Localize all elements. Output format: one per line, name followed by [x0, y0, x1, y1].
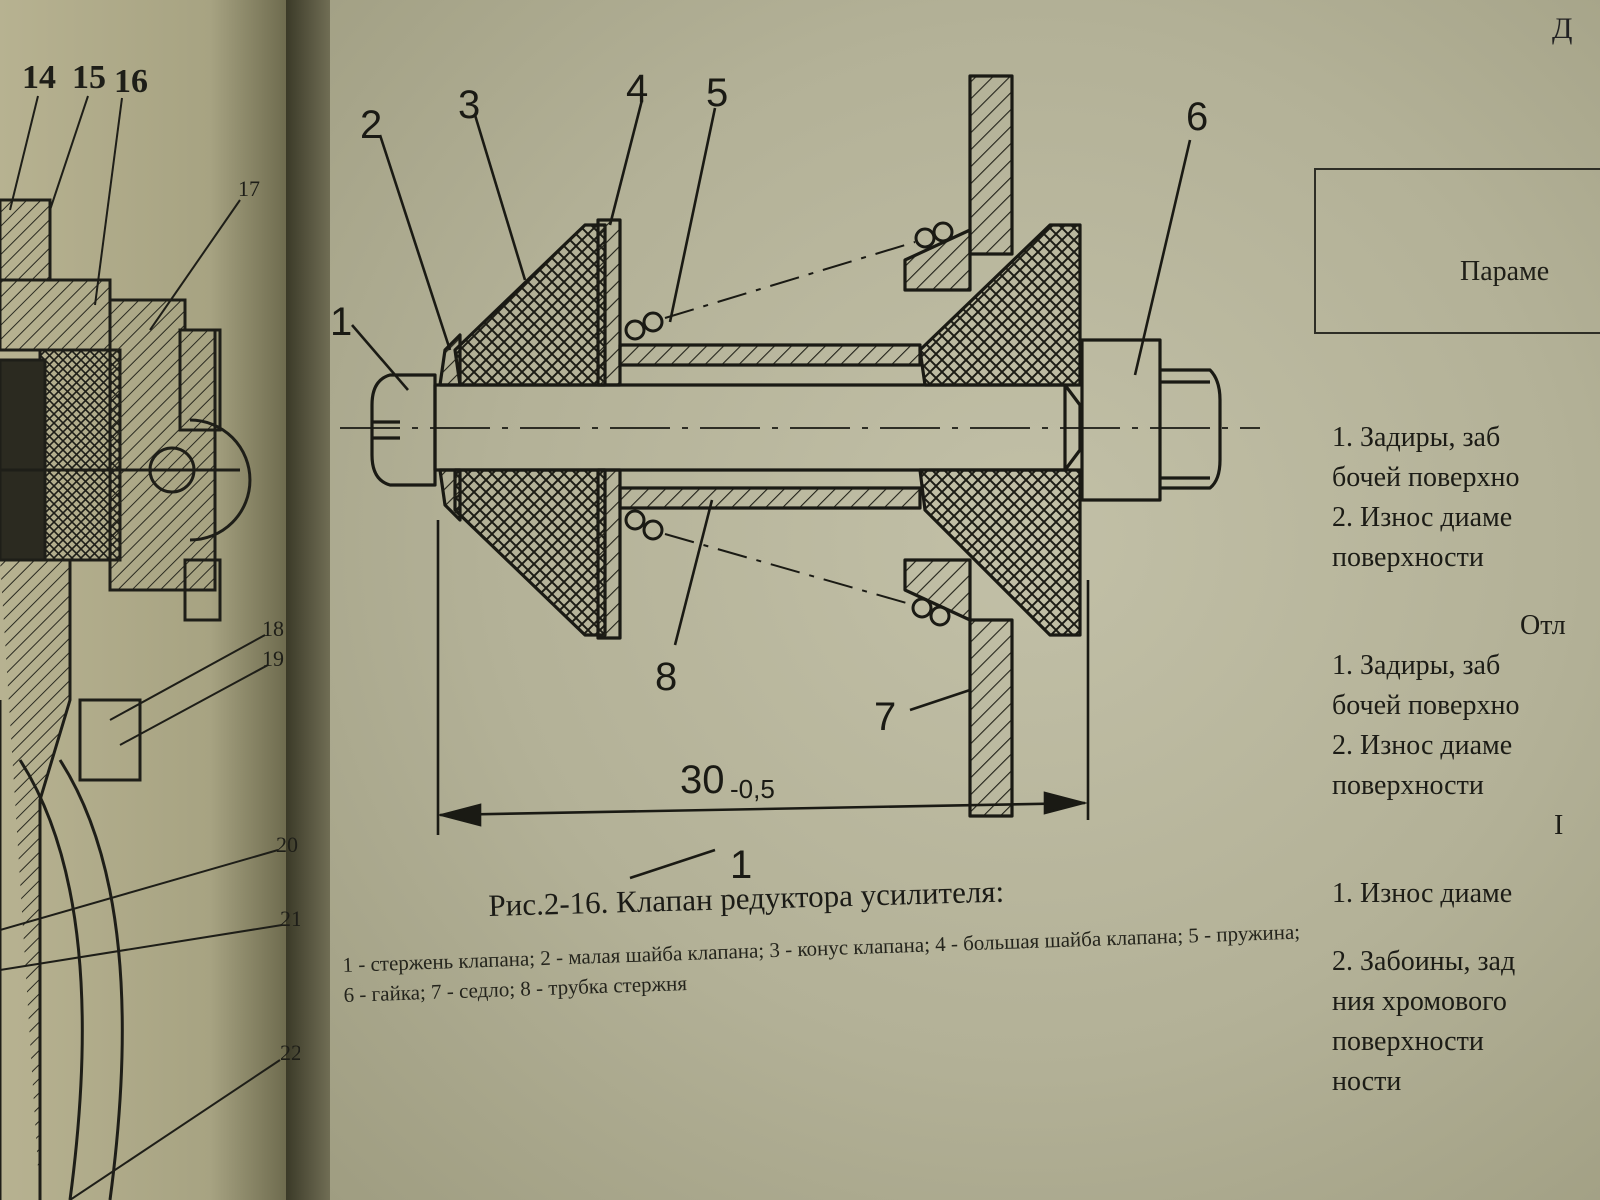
left-callout-21: 21 — [280, 906, 300, 931]
callout-6: 6 — [1186, 95, 1208, 139]
callout-5: 5 — [706, 71, 728, 115]
left-callout-14: 14 — [22, 59, 56, 96]
left-callout-15: 15 — [72, 59, 106, 96]
callout-4: 4 — [626, 67, 648, 111]
left-callout-18: 18 — [262, 616, 284, 641]
text-line: поверхности — [1332, 770, 1484, 801]
callout-1: 1 — [330, 300, 352, 344]
callout-8: 8 — [655, 655, 677, 699]
text-line: бочей поверхно — [1332, 690, 1520, 721]
text-line: поверхности — [1332, 1026, 1484, 1057]
table-header-box: Параме — [1314, 168, 1600, 334]
left-callout-22: 22 — [280, 1040, 300, 1065]
bottom-callout-1: 1 — [730, 843, 752, 880]
text-line: бочей поверхно — [1332, 462, 1520, 493]
left-page-drawing: 14 15 16 17 18 19 20 21 22 — [0, 59, 300, 1200]
text-line: 1. Износ диаме — [1332, 878, 1513, 909]
dimension-value: 30 — [680, 758, 725, 802]
callout-3: 3 — [458, 83, 480, 127]
text-line: поверхности — [1332, 542, 1484, 573]
text-line: 2. Износ диаме — [1332, 730, 1513, 761]
text-line: ности — [1332, 1066, 1402, 1097]
section-heading: I — [1554, 810, 1564, 841]
callout-2: 2 — [360, 103, 382, 147]
right-column-text: 1. Задиры, заб бочей поверхно 2. Износ д… — [1332, 418, 1600, 1102]
left-callout-16: 16 — [114, 63, 148, 100]
left-callout-17: 17 — [238, 176, 260, 201]
table-header-text: Параме — [1460, 256, 1550, 287]
valve-drawing: 1 2 3 4 5 6 7 8 30 -0,5 1 — [330, 67, 1260, 880]
text-line: 1. Задиры, заб — [1332, 650, 1501, 681]
left-callout-20: 20 — [276, 832, 298, 857]
text-line: ния хромового — [1332, 986, 1507, 1017]
text-line: 2. Износ диаме — [1332, 502, 1513, 533]
dimension-tolerance: -0,5 — [730, 774, 775, 804]
corner-letter: Д — [1552, 12, 1573, 45]
callout-7: 7 — [874, 695, 896, 739]
left-callout-19: 19 — [262, 646, 284, 671]
text-line: 1. Задиры, заб — [1332, 422, 1501, 453]
section-heading: Отл — [1520, 610, 1566, 641]
text-line: 2. Забоины, зад — [1332, 946, 1516, 977]
